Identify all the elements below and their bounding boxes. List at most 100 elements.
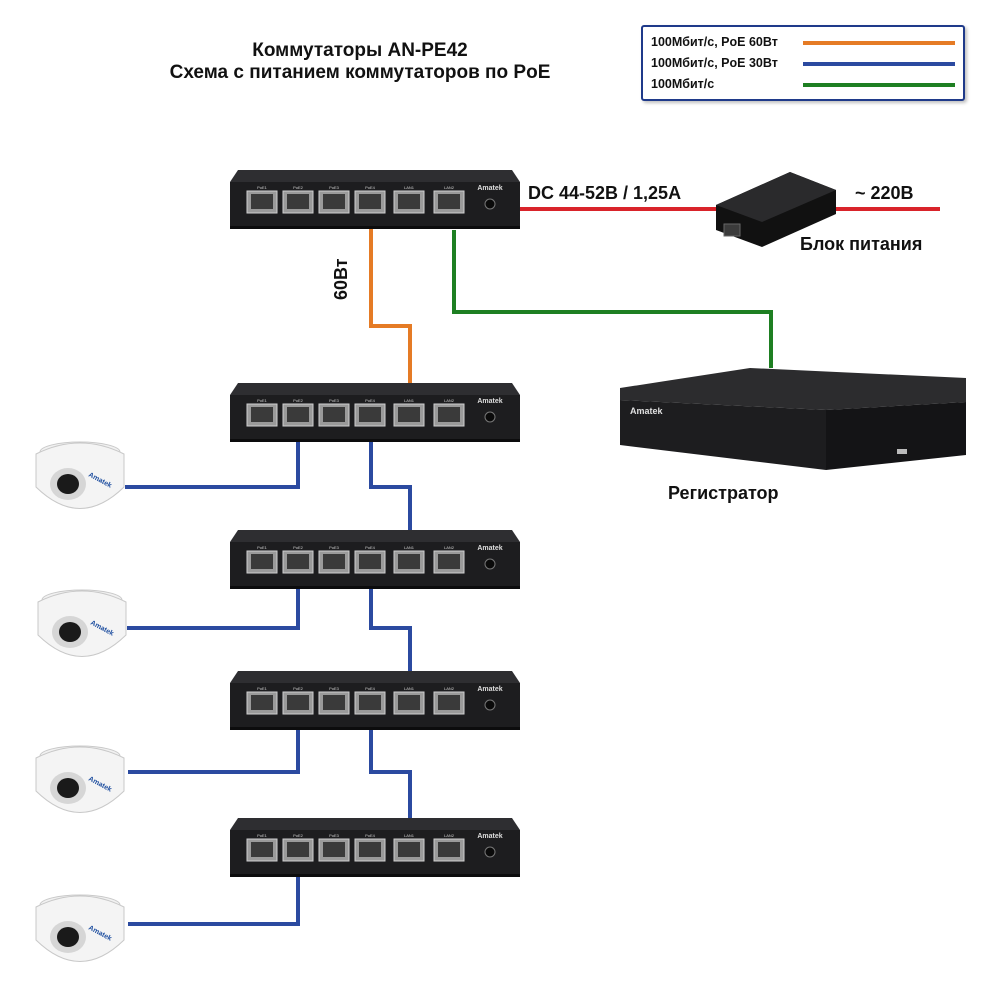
switch-brand-label: Amatek xyxy=(477,545,502,552)
switch-bottom-edge xyxy=(230,226,520,229)
ethernet-port-socket xyxy=(438,695,460,710)
ethernet-port-socket xyxy=(438,407,460,422)
ethernet-port-socket xyxy=(398,554,420,569)
port-label: PoE4 xyxy=(365,545,376,550)
ethernet-port-socket xyxy=(398,695,420,710)
switch-bottom-edge xyxy=(230,727,520,730)
port-label: LAN2 xyxy=(444,398,455,403)
dc-jack xyxy=(484,198,496,210)
switch-top-face xyxy=(230,530,520,542)
switch-brand-label: Amatek xyxy=(477,185,502,192)
port-label: PoE1 xyxy=(257,398,268,403)
switch-bottom-edge xyxy=(230,586,520,589)
poe-60w-label: 60Вт xyxy=(331,258,351,300)
ethernet-port-socket xyxy=(323,842,345,857)
legend-item-poe30: 100Мбит/с, PoE 30Вт xyxy=(651,54,961,74)
ethernet-port-socket xyxy=(398,194,420,209)
recorder-label: Регистратор xyxy=(668,483,779,503)
camera-lens xyxy=(57,778,79,798)
ethernet-port-socket xyxy=(359,554,381,569)
dc-input-label: DC 44-52В / 1,25А xyxy=(528,183,682,203)
switch-brand-label: Amatek xyxy=(477,833,502,840)
camera-lens xyxy=(57,927,79,947)
camera-lens xyxy=(57,474,79,494)
adapter-top xyxy=(716,172,836,222)
video-recorder: Amatek xyxy=(620,368,966,470)
poe30-cable-link-1 xyxy=(369,424,412,570)
poe30-cable-link-2 xyxy=(369,570,412,712)
ethernet-port-socket xyxy=(287,695,309,710)
switch-top-face xyxy=(230,170,520,182)
port-label: PoE3 xyxy=(329,686,340,691)
switch-brand-label: Amatek xyxy=(477,398,502,405)
ethernet-port-socket xyxy=(251,554,273,569)
switch-bottom-edge xyxy=(230,439,520,442)
port-label: LAN1 xyxy=(404,833,415,838)
ethernet-port-socket xyxy=(438,842,460,857)
adapter-socket xyxy=(723,223,741,237)
camera-cable-2 xyxy=(127,570,300,630)
legend-item-poe60: 100Мбит/с, PoE 60Вт xyxy=(651,33,961,53)
port-label: PoE1 xyxy=(257,833,268,838)
port-label: PoE2 xyxy=(293,398,304,403)
recorder-brand-label: Amatek xyxy=(630,406,664,416)
ethernet-port-socket xyxy=(359,695,381,710)
ethernet-port-socket xyxy=(251,407,273,422)
poe60-cable-line xyxy=(369,206,412,420)
power-adapter xyxy=(716,172,836,247)
ethernet-port-socket xyxy=(251,842,273,857)
port-label: LAN2 xyxy=(444,545,455,550)
dome-camera-3: Amatek xyxy=(35,745,125,813)
ethernet-port-socket xyxy=(287,194,309,209)
poe30-cable-link-3 xyxy=(369,712,412,858)
port-label: LAN1 xyxy=(404,686,415,691)
ethernet-port-socket xyxy=(287,554,309,569)
diagram-subtitle: Схема с питанием коммутаторов по PoE xyxy=(169,62,551,83)
cable-legend: 100Мбит/с, PoE 60Вт 100Мбит/с, PoE 30Вт … xyxy=(641,25,965,101)
dc-jack xyxy=(484,846,496,858)
ethernet-port-socket xyxy=(323,554,345,569)
legend-line-orange xyxy=(803,41,955,45)
port-label: LAN2 xyxy=(444,833,455,838)
port-label: PoE1 xyxy=(257,185,268,190)
port-label: LAN2 xyxy=(444,686,455,691)
legend-item-lan: 100Мбит/с xyxy=(651,75,961,95)
port-label: PoE1 xyxy=(257,545,268,550)
port-label: PoE4 xyxy=(365,686,376,691)
port-label: PoE3 xyxy=(329,833,340,838)
dc-jack xyxy=(484,411,496,423)
dome-camera-4: Amatek xyxy=(35,894,125,962)
camera-lens xyxy=(59,622,81,642)
camera-cable-3 xyxy=(128,712,300,774)
diagram-title: Коммутаторы AN-PE42 xyxy=(252,40,468,61)
ethernet-port-socket xyxy=(251,695,273,710)
mains-label: ~ 220В xyxy=(855,183,914,203)
ethernet-port-socket xyxy=(287,842,309,857)
port-label: PoE4 xyxy=(365,833,376,838)
port-label: PoE1 xyxy=(257,686,268,691)
legend-label-poe30: 100Мбит/с, PoE 30Вт xyxy=(651,56,778,70)
legend-label-poe60: 100Мбит/с, PoE 60Вт xyxy=(651,35,778,49)
port-label: PoE3 xyxy=(329,398,340,403)
port-label: LAN1 xyxy=(404,545,415,550)
port-label: PoE4 xyxy=(365,398,376,403)
dome-camera-1: Amatek xyxy=(35,441,125,509)
dc-jack xyxy=(484,558,496,570)
ethernet-port-socket xyxy=(438,554,460,569)
port-label: PoE2 xyxy=(293,686,304,691)
port-label: PoE2 xyxy=(293,185,304,190)
port-label: PoE4 xyxy=(365,185,376,190)
ethernet-port-socket xyxy=(359,407,381,422)
power-supply-label: Блок питания xyxy=(800,234,923,254)
port-label: PoE3 xyxy=(329,185,340,190)
switch-bottom-edge xyxy=(230,874,520,877)
recorder-usb-port xyxy=(897,449,907,454)
port-label: LAN2 xyxy=(444,185,455,190)
port-label: PoE2 xyxy=(293,545,304,550)
